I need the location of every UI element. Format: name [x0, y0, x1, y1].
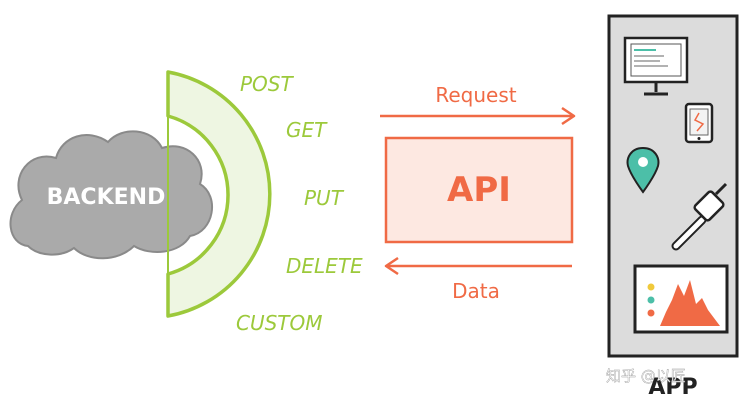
tablet-icon [684, 102, 714, 144]
cloud-shape [9, 130, 214, 260]
backend-cloud: BACKEND [9, 130, 214, 260]
api-label: API [447, 170, 511, 210]
watermark: 知乎 @以匠 [606, 367, 686, 385]
method-put: PUT [304, 186, 345, 210]
data-arrow: Data [384, 256, 572, 303]
tv-dashboard-icon [633, 264, 729, 334]
app-panel: APP [607, 14, 739, 400]
method-post: POST [240, 72, 294, 96]
data-arrow-head [384, 256, 399, 276]
location-pin-icon [626, 146, 660, 194]
method-get: GET [286, 118, 328, 142]
request-label: Request [435, 83, 516, 107]
smartwatch-icon [671, 182, 728, 251]
app-label: APP [648, 375, 697, 400]
method-list: POST GET PUT DELETE CUSTOM [236, 72, 363, 335]
data-label: Data [452, 279, 500, 303]
monitor-icon [623, 36, 689, 96]
backend-label: BACKEND [47, 185, 166, 210]
request-arrow-head [561, 106, 576, 126]
gateway-ring [166, 70, 272, 318]
api-box-rect [384, 136, 574, 244]
method-custom: CUSTOM [236, 311, 323, 335]
method-delete: DELETE [286, 254, 363, 278]
methods-gateway [166, 70, 272, 318]
request-arrow: Request [380, 83, 576, 126]
api-box: API [384, 136, 574, 244]
